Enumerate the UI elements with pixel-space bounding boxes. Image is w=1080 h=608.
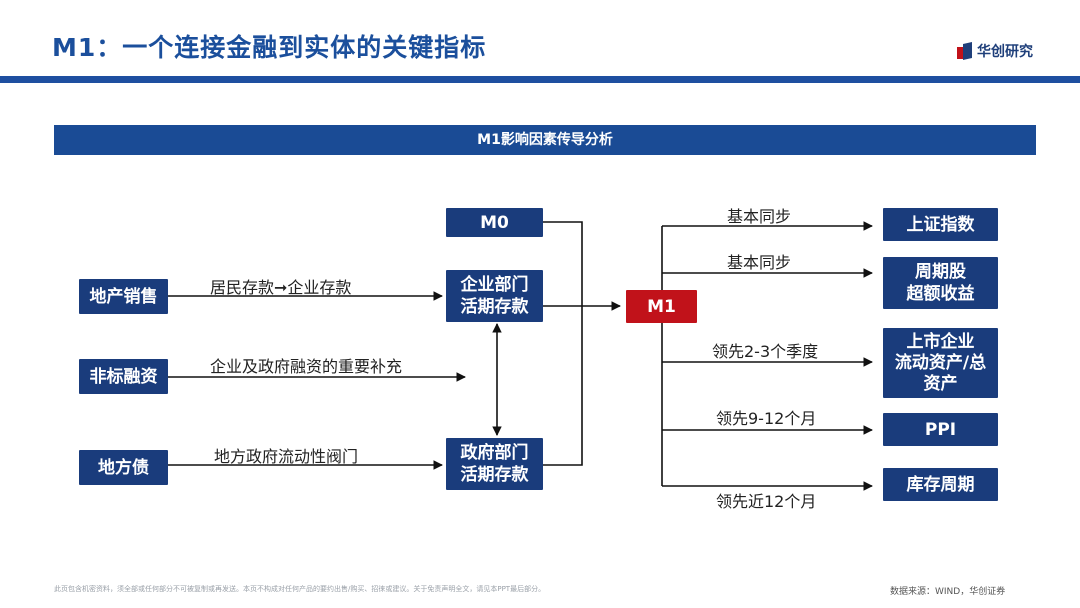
- footer-source: 数据来源：WIND，华创证券: [890, 587, 1006, 597]
- collector-bracket: [543, 221, 583, 466]
- node-inventory-cycle: 库存周期: [883, 468, 998, 501]
- node-sse-index: 上证指数: [883, 208, 998, 241]
- node-current-asset-ratio: 上市企业 流动资产/总 资产: [883, 328, 998, 398]
- section-banner: M1影响因素传导分析: [54, 125, 1036, 155]
- node-enterprise-deposits: 企业部门 活期存款: [446, 270, 543, 322]
- node-ppi: PPI: [883, 413, 998, 446]
- relation-label-sync2: 基本同步: [727, 253, 792, 272]
- header-divider: [0, 76, 1080, 83]
- logo-mark-icon: [957, 42, 973, 60]
- relation-label-lead-2-3q: 领先2-3个季度: [712, 342, 819, 361]
- brand-logo: 华创研究: [957, 40, 1033, 62]
- node-m0: M0: [446, 208, 543, 237]
- node-local-debt: 地方债: [79, 450, 168, 485]
- edge-label-financing-supplement: 企业及政府融资的重要补充: [210, 357, 403, 376]
- footer-disclaimer: 此页包含机密资料，须全部或任何部分不可被复制或再发送。本页不构成对任何产品的要约…: [54, 585, 546, 593]
- relation-label-lead-9-12m: 领先9-12个月: [716, 409, 817, 428]
- node-property-sales: 地产销售: [79, 279, 168, 314]
- edge-label-resident-to-enterprise: 居民存款➞企业存款: [210, 278, 352, 297]
- node-m1: M1: [626, 290, 697, 323]
- node-nonstandard-financing: 非标融资: [79, 359, 168, 394]
- relation-label-sync1: 基本同步: [727, 207, 792, 226]
- node-government-deposits: 政府部门 活期存款: [446, 438, 543, 490]
- page-title: M1：一个连接金融到实体的关键指标: [52, 33, 487, 62]
- relation-label-lead-12m: 领先近12个月: [716, 492, 817, 511]
- node-cyclical-stocks: 周期股 超额收益: [883, 257, 998, 309]
- logo-text: 华创研究: [977, 44, 1033, 60]
- edge-label-local-gov-valve: 地方政府流动性阀门: [214, 447, 359, 466]
